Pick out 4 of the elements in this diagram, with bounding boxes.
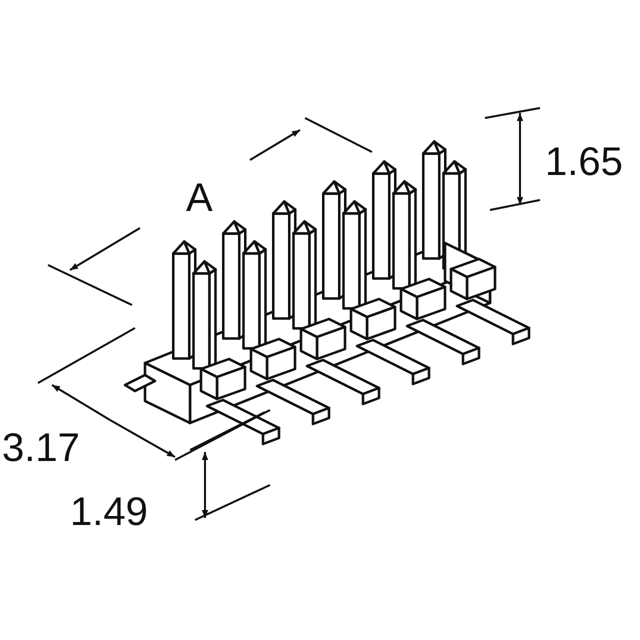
dimension-label: A [186,178,213,218]
dimension-label: 1.65 [545,142,623,182]
dimension-label: 1.49 [70,492,148,532]
dimension-label: 3.17 [2,428,80,468]
